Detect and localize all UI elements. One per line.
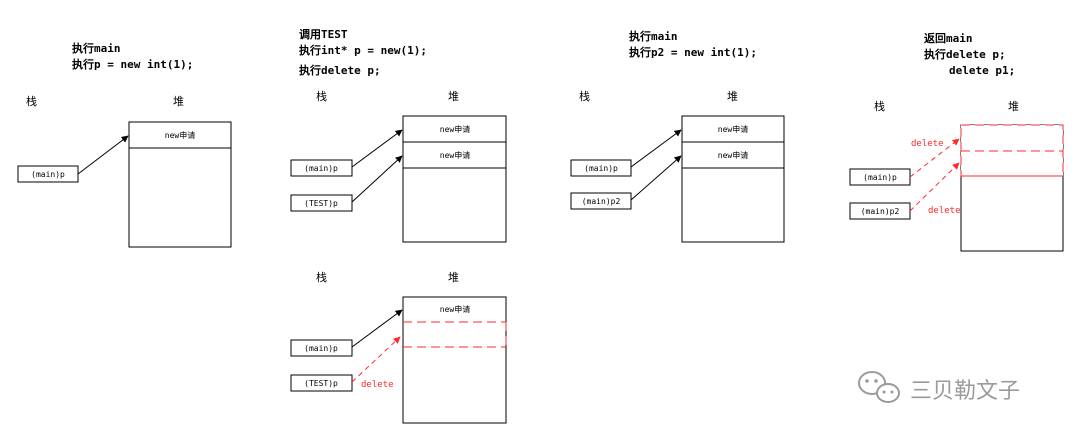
panel-5-stack-header: 栈: [874, 99, 885, 113]
panel-1-heap-header: 堆: [173, 95, 184, 108]
panel-2-pointer-arrow-2: [351, 155, 403, 203]
panel-2-var-box-1: [290, 159, 353, 177]
panel-4-var-label-2: (main)p2: [582, 197, 621, 206]
panel-4-title-line-1: 执行main: [629, 29, 678, 43]
panel-5-heap-header: 堆: [1008, 100, 1019, 113]
panel-5-title-line-2: 执行delete p;: [924, 47, 1006, 61]
panel-4-title-line-2: 执行p2 = new int(1);: [629, 45, 757, 59]
panel-3-delete-label: delete: [361, 380, 394, 390]
watermark: 三贝勒文子: [858, 371, 1020, 404]
panel-4-heap-slot-1: new申请: [718, 124, 748, 134]
panel-2-var-label-2: (TEST)p: [304, 199, 338, 208]
panel-3-var-box-1: [290, 339, 353, 357]
panel-2-pointer-arrow-1: [351, 129, 403, 168]
panel-3-var-box-2: [290, 374, 353, 392]
panel-4: 执行main 执行p2 = new int(1); 栈 堆 new申请 new申…: [570, 29, 785, 243]
panel-5-delete-arrow-1: [909, 138, 960, 178]
panel-4-pointer-arrow-1: [630, 129, 682, 168]
panel-2-stack-header: 栈: [316, 89, 327, 103]
panel-2-var-label-1: (main)p: [304, 164, 338, 173]
panel-4-var-box-1: [570, 159, 632, 177]
panel-1-var-label: (main)p: [31, 170, 65, 179]
panel-2-heap-header: 堆: [448, 90, 459, 103]
panel-1: 执行main 执行p = new int(1); 栈 堆 new申请 (main…: [17, 41, 232, 248]
panel-4-heap-box: [681, 115, 785, 243]
panel-2-var-box-2: [290, 194, 353, 212]
panel-3-heap-slot-1: new申请: [440, 304, 470, 314]
panel-5-title-line-1: 返回main: [924, 31, 973, 45]
panel-3-var-label-2: (TEST)p: [304, 379, 338, 388]
wechat-icon: [858, 371, 900, 403]
panel-2-heap-slot-1: new申请: [440, 124, 470, 134]
panel-3-delete-arrow: [351, 336, 401, 383]
panel-4-var-box-2: [570, 192, 632, 210]
panel-4-stack-header: 栈: [579, 89, 590, 103]
panel-1-title-line-2: 执行p = new int(1);: [72, 57, 193, 71]
panel-5-title-line-3: delete p1;: [949, 64, 1015, 77]
panel-3-var-label-1: (main)p: [304, 344, 338, 353]
panel-1-heap-box: [128, 121, 232, 248]
panel-3-heap-box: [402, 296, 507, 424]
panel-3-stack-header: 栈: [316, 270, 327, 284]
watermark-text: 三贝勒文子: [910, 379, 1020, 404]
panel-2: 调用TEST 执行int* p = new(1); 执行delete p; 栈 …: [290, 27, 507, 243]
panel-4-heap-header: 堆: [727, 90, 738, 103]
panel-2-title-line-3: 执行delete p;: [299, 63, 381, 77]
panel-4-pointer-arrow-2: [630, 155, 682, 201]
panel-3-heap-header: 堆: [448, 271, 459, 284]
panel-2-title-line-2: 执行int* p = new(1);: [299, 43, 427, 57]
panel-2-heap-box: [402, 115, 507, 243]
panel-4-var-label-1: (main)p: [584, 164, 618, 173]
panel-2-heap-slot-2: new申请: [440, 150, 470, 160]
panel-4-heap-slot-2: new申请: [718, 150, 748, 160]
panel-1-heap-slot-1: new申请: [165, 130, 195, 140]
panel-5-var-label-1: (main)p: [863, 173, 897, 182]
panel-1-stack-header: 栈: [26, 94, 37, 108]
panel-5-var-label-2: (main)p2: [861, 207, 900, 216]
panel-1-title-line-1: 执行main: [72, 41, 121, 55]
panel-5: 返回main 执行delete p; delete p1; 栈 堆 (main)…: [849, 31, 1064, 252]
panel-3: 栈 堆 new申请 (main)p (TEST)p delete: [290, 270, 507, 424]
panel-5-delete-label-1: delete: [911, 139, 944, 149]
panel-2-title-line-1: 调用TEST: [299, 27, 348, 41]
panel-5-delete-arrow-2: [909, 162, 960, 212]
panel-3-pointer-arrow-1: [351, 309, 403, 348]
panel-5-delete-label-2: delete: [928, 206, 961, 216]
panel-1-pointer-arrow: [77, 135, 129, 175]
